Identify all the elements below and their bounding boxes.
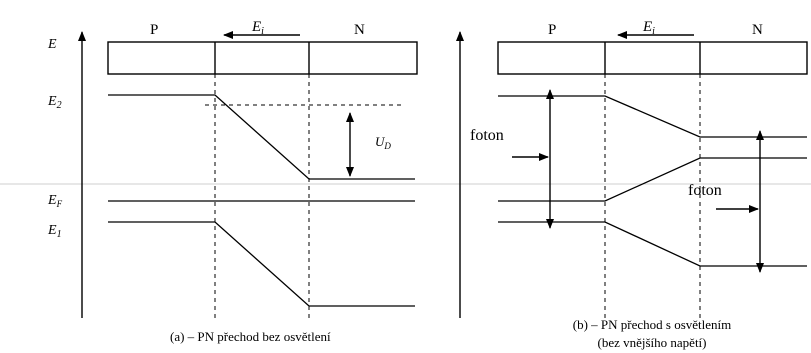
band-e2-a: [108, 94, 415, 180]
region-n-label-a: N: [354, 22, 365, 38]
level-e1-label-a: E1: [47, 223, 62, 240]
region-p-label-b: P: [548, 22, 556, 38]
level-e2-label-a: E2: [47, 94, 62, 111]
band-e2-b: [498, 95, 807, 138]
level-ef-label-a: EF: [47, 193, 63, 209]
panel-b: P N Ei foton foton (b) – PN přechod s os…: [456, 19, 808, 350]
caption-a: (a) – PN přechod bez osvětlení: [170, 329, 331, 344]
band-e1-a: [108, 221, 415, 307]
caption-b-line1: (b) – PN přechod s osvětlením: [573, 317, 732, 332]
photon-label-right: foton: [688, 182, 722, 199]
pn-box-b: [497, 41, 808, 75]
photon-label-left: foton: [470, 127, 504, 144]
region-p-label-a: P: [150, 22, 158, 38]
field-label-b: Ei: [642, 19, 655, 37]
field-label-a: Ei: [251, 19, 264, 37]
panel-a: E P N Ei UD E2 EF E1 (a) – PN přechod be…: [47, 19, 418, 344]
energy-axis-label-a: E: [47, 37, 57, 52]
caption-b-line2: (bez vnějšího napětí): [597, 335, 706, 350]
pn-box-a: [107, 41, 418, 75]
ud-label: UD: [375, 134, 391, 151]
region-n-label-b: N: [752, 22, 763, 38]
